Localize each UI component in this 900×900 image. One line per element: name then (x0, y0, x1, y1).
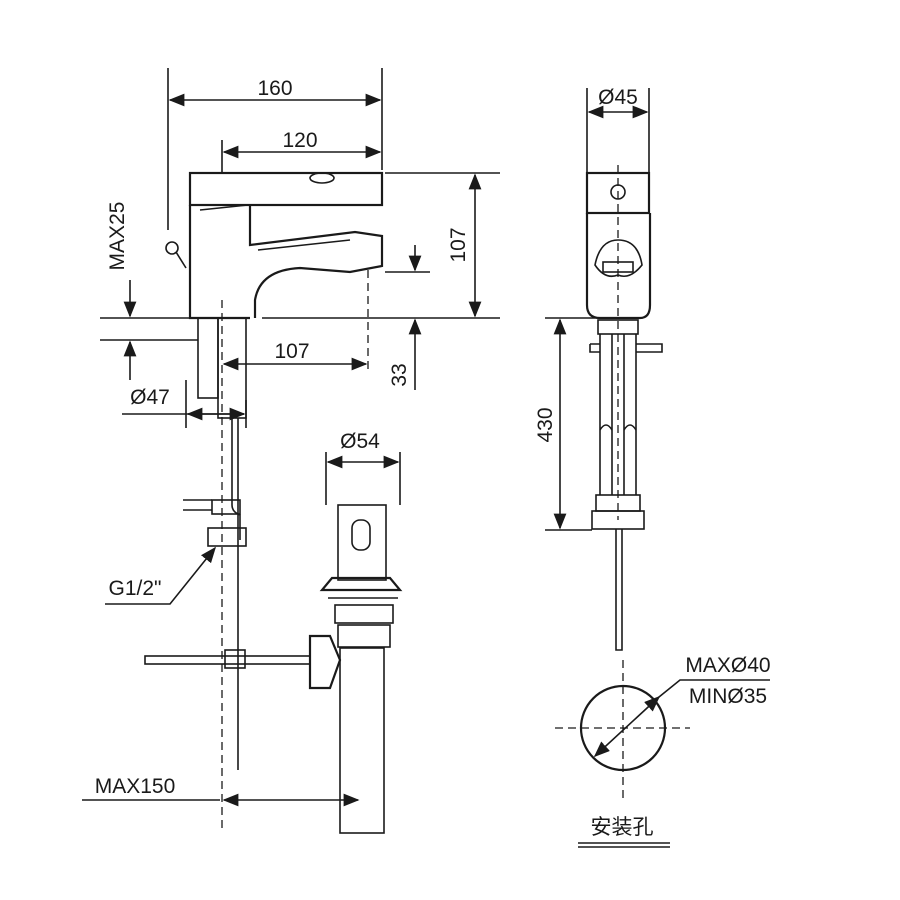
dim-height: 107 (447, 227, 470, 262)
dim-width-total: 160 (257, 77, 292, 100)
dim-thread: G1/2" (109, 577, 162, 600)
faucet-side-view (545, 88, 663, 651)
install-hole-detail (555, 660, 770, 848)
dim-spout-reach: 120 (282, 129, 317, 152)
dim-drain-diameter: Ø54 (340, 430, 380, 453)
install-hole-min: MINØ35 (689, 685, 767, 708)
dim-hose-length: 430 (534, 407, 557, 442)
dim-max-150: MAX150 (95, 775, 176, 798)
install-hole-max: MAXØ40 (685, 654, 770, 677)
dim-base-diameter: Ø47 (130, 386, 170, 409)
supply-hoses (183, 418, 247, 770)
faucet-front-view (165, 171, 384, 419)
dim-spout-clearance: 33 (388, 363, 411, 386)
dim-max-deck: MAX25 (106, 202, 129, 271)
dim-spout-projection: 107 (274, 340, 309, 363)
drain-assembly (144, 504, 403, 834)
front-dimensions (82, 68, 500, 807)
install-hole-caption: 安装孔 (591, 816, 654, 839)
dim-body-diameter: Ø45 (598, 86, 638, 109)
